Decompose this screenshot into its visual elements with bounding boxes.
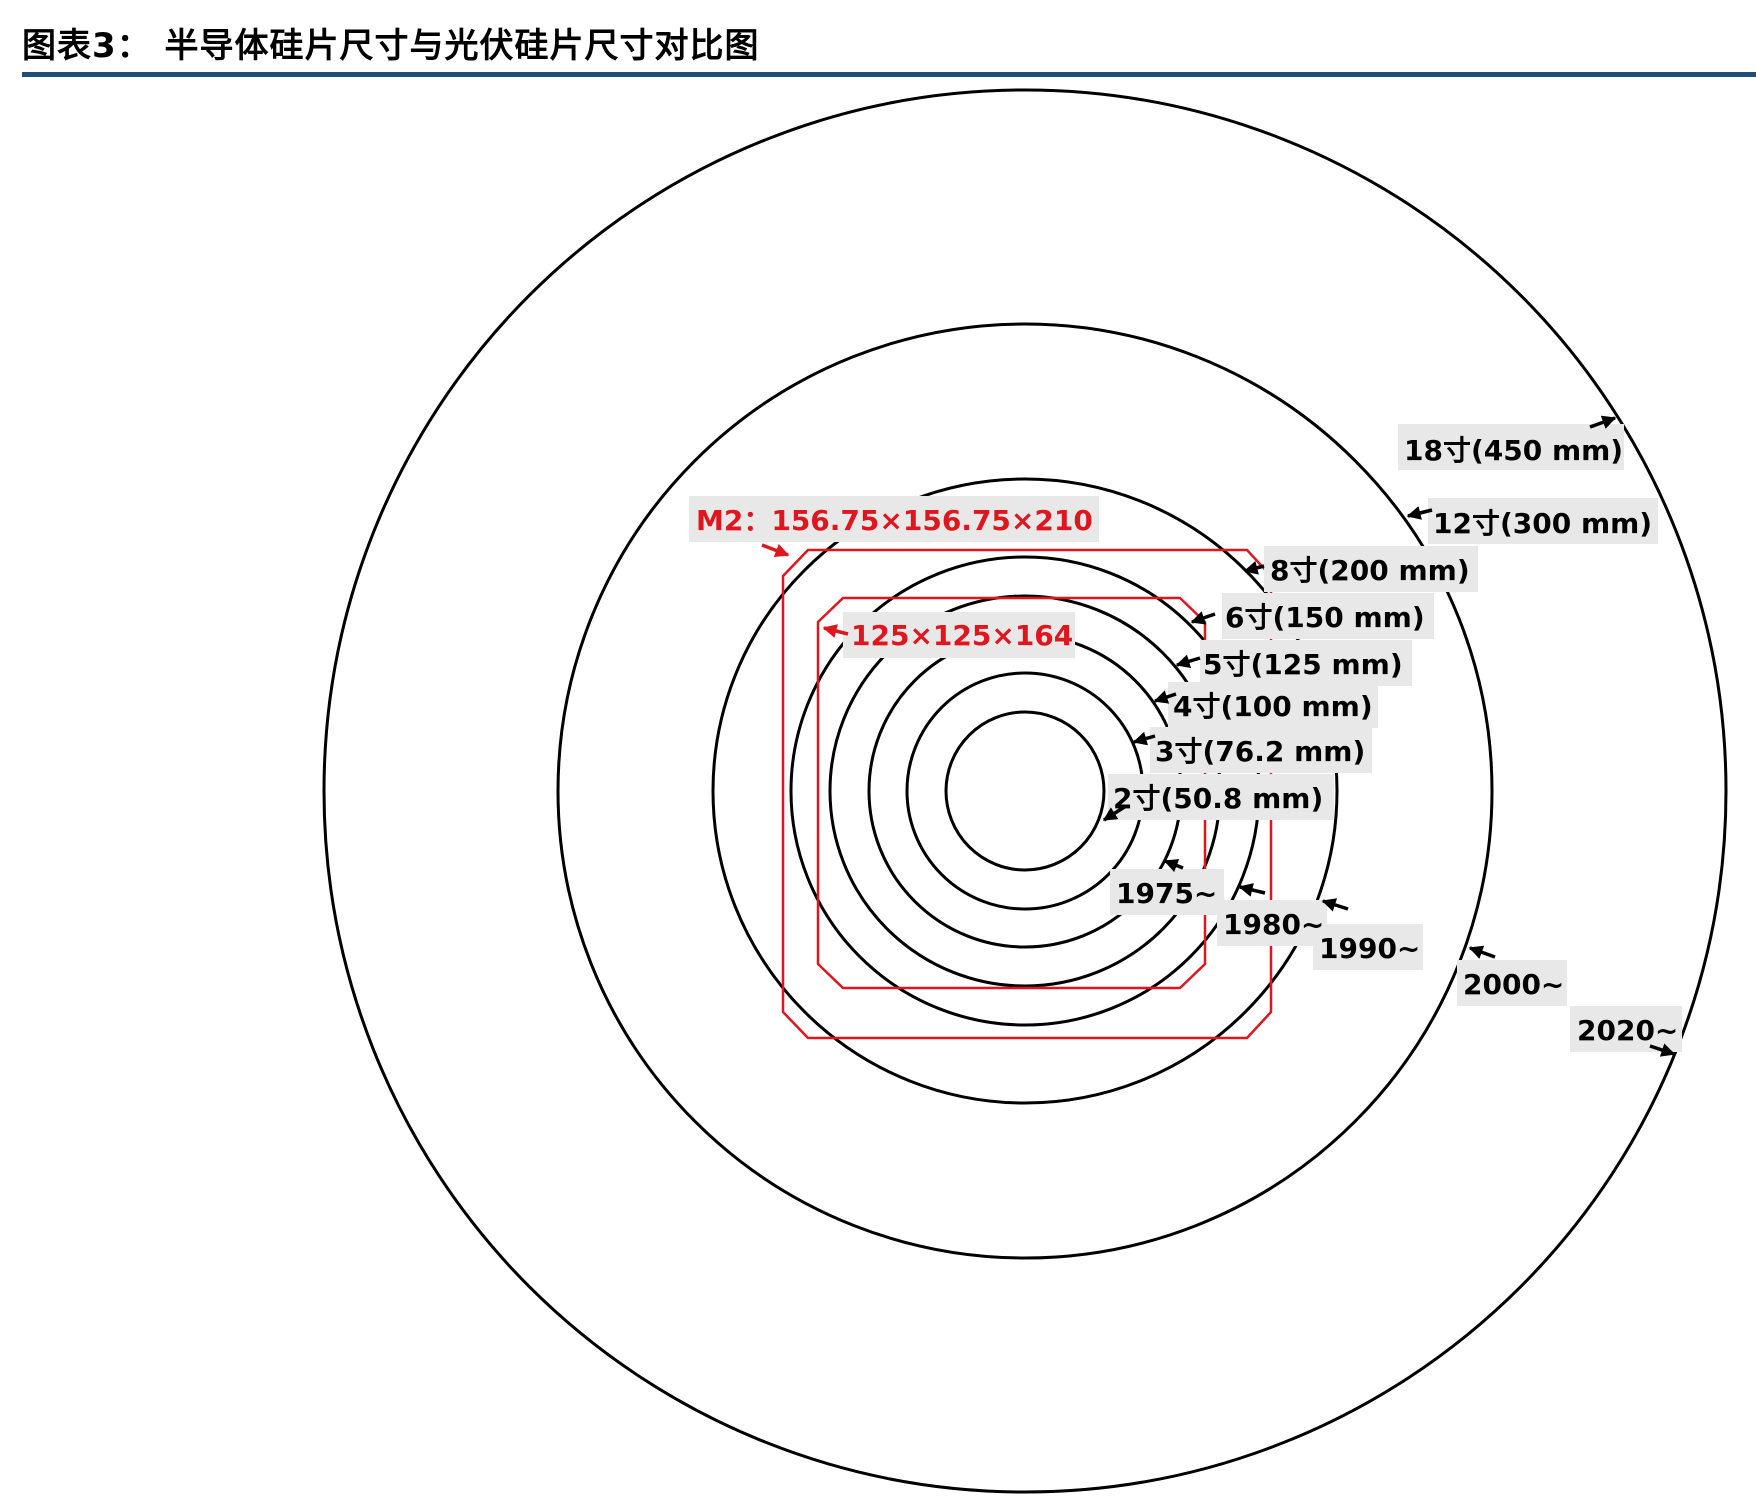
arrow-1990 (1321, 898, 1349, 912)
label-8in-size: 8寸(200 mm) (1270, 554, 1470, 587)
label-18in-size: 18寸(450 mm) (1404, 434, 1623, 467)
label-bg (1168, 682, 1378, 728)
label-bg (1398, 424, 1624, 470)
label-bg (1150, 727, 1372, 773)
wafer-circles (322, 88, 1728, 1494)
arrow-5in (1175, 654, 1201, 669)
label-year-1980: 1980~ (1223, 908, 1324, 941)
label-bg (1110, 869, 1224, 915)
arrow-1980 (1238, 883, 1266, 897)
label-year-1975: 1975~ (1116, 877, 1217, 910)
pointer-arrows (761, 415, 1676, 1057)
arrow-2in (1102, 804, 1127, 822)
label-year-2020: 2020~ (1577, 1014, 1678, 1047)
label-3in-size: 3寸(76.2 mm) (1155, 735, 1365, 768)
label-2in-size: 2寸(50.8 mm) (1113, 782, 1323, 815)
label-pv-125: 125×125×164 (851, 619, 1073, 652)
label-year-2000: 2000~ (1463, 968, 1564, 1001)
label-bg (1428, 498, 1658, 544)
label-4in-size: 4寸(100 mm) (1173, 690, 1373, 723)
arrow-8in (1243, 561, 1265, 575)
pv-wafer-125-outline (816, 596, 1207, 990)
label-bg (1200, 640, 1412, 686)
page-header: 图表3： 半导体硅片尺寸与光伏硅片尺寸对比图 (22, 18, 1756, 77)
arrow-4in (1153, 690, 1177, 704)
label-6in-size: 6寸(150 mm) (1225, 601, 1425, 634)
arrow-6in (1190, 611, 1216, 625)
arrow-m2 (761, 543, 790, 558)
arrow-2000 (1468, 945, 1496, 959)
label-bg (1313, 924, 1423, 970)
label-bg (1222, 593, 1434, 639)
arrow-18in (1589, 415, 1617, 429)
arrow-3in (1132, 731, 1156, 746)
label-5in-size: 5寸(125 mm) (1203, 648, 1403, 681)
arrow-1975 (1163, 859, 1184, 873)
title-divider (22, 72, 1756, 77)
pv-wafer-m2-outline (781, 548, 1273, 1040)
label-bg (1457, 960, 1567, 1006)
label-bg (843, 612, 1075, 658)
label-pv-m2: M2：156.75×156.75×210 (696, 504, 1093, 537)
label-bg (1108, 774, 1334, 820)
label-bg (689, 496, 1099, 542)
diagram-labels: 18寸(450 mm) 12寸(300 mm) 8寸(200 mm) 6寸(15… (696, 434, 1678, 1047)
wafer-circle-2in (944, 710, 1106, 872)
wafer-circle-18in (322, 88, 1728, 1494)
pv-wafers (781, 548, 1273, 1040)
page-title: 图表3： 半导体硅片尺寸与光伏硅片尺寸对比图 (22, 26, 760, 66)
label-bg (1264, 546, 1478, 592)
wafer-circle-8in (711, 477, 1339, 1105)
arrow-125 (822, 624, 849, 638)
arrow-2020 (1649, 1043, 1676, 1057)
arrow-12in (1406, 506, 1433, 520)
label-bg (1217, 900, 1327, 946)
label-backgrounds (689, 424, 1682, 1052)
label-12in-size: 12寸(300 mm) (1433, 507, 1652, 540)
wafer-circle-3in (905, 671, 1145, 911)
wafer-circle-12in (556, 322, 1494, 1260)
label-year-1990: 1990~ (1319, 932, 1420, 965)
